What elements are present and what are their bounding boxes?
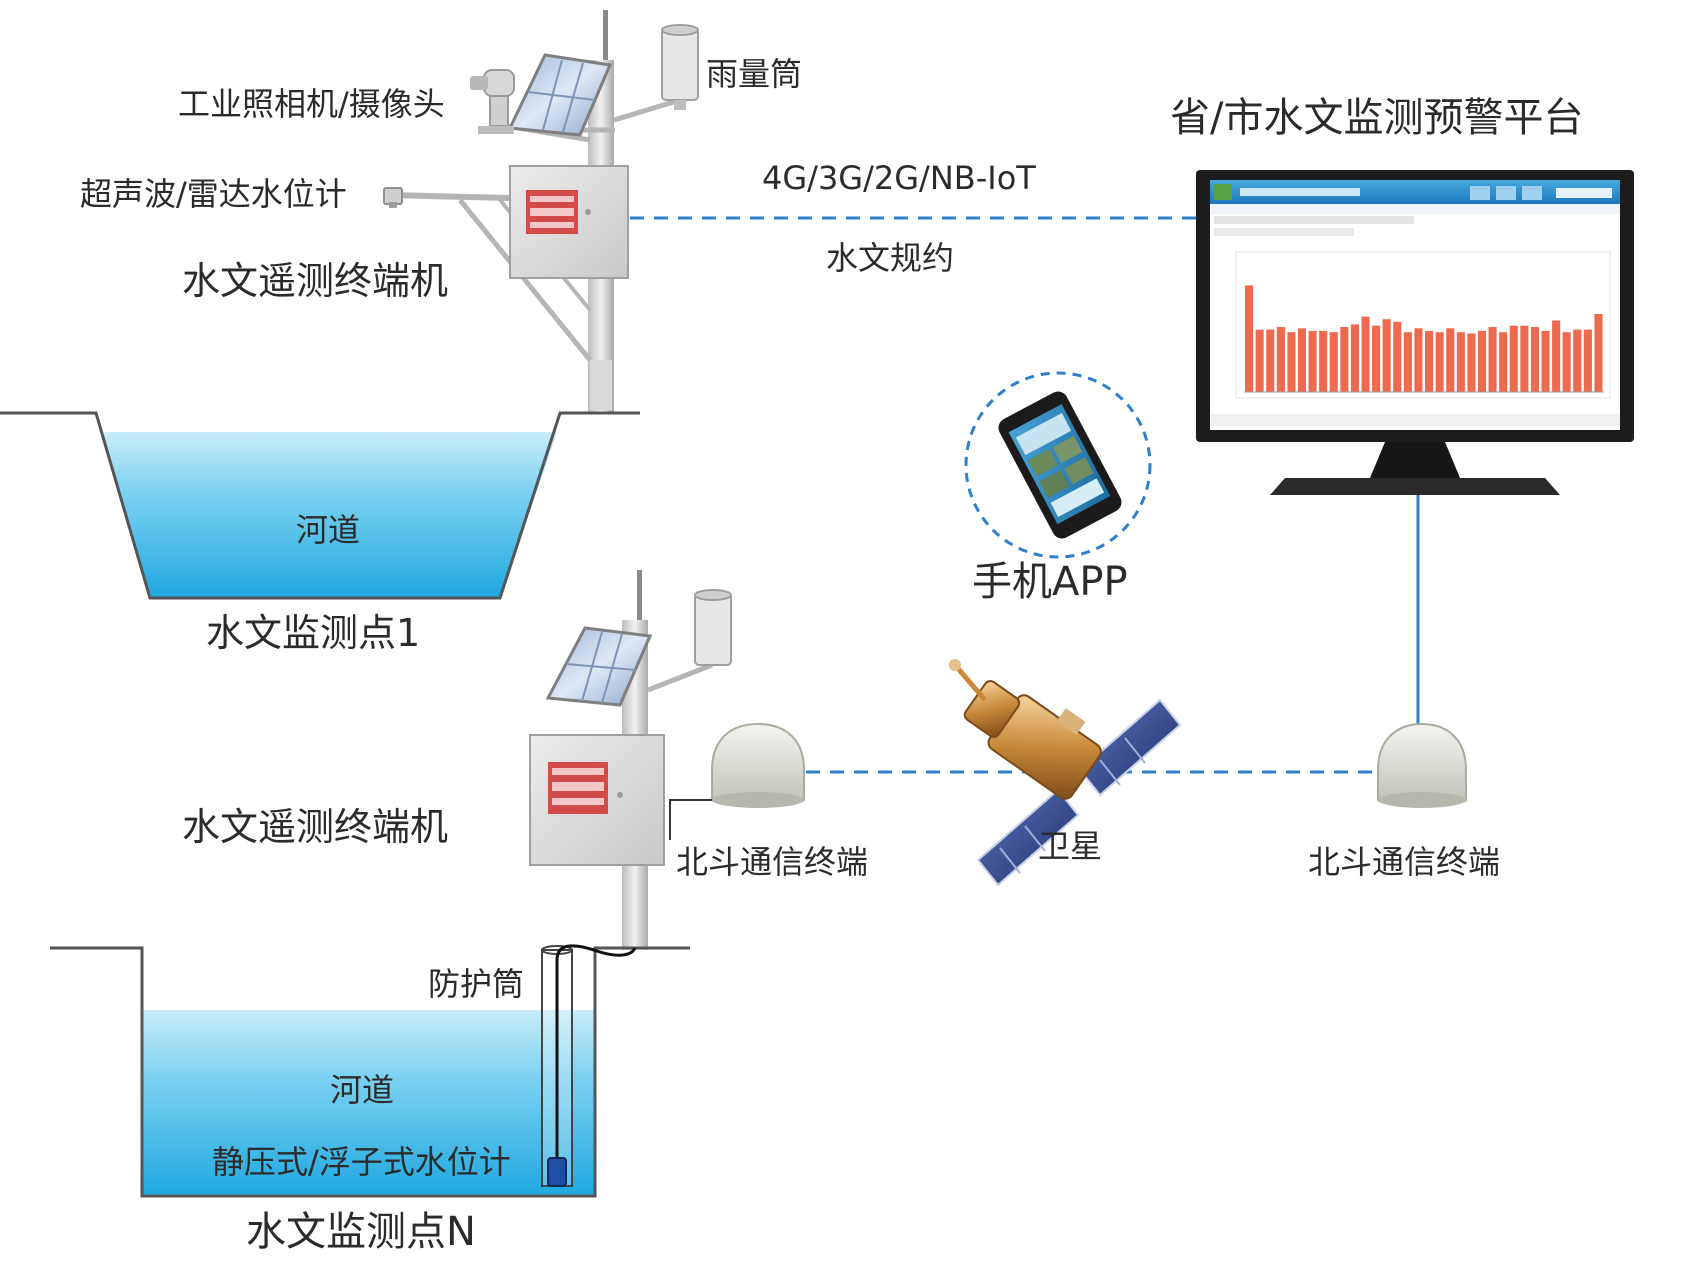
station1-solar-panel xyxy=(507,53,613,137)
station1-level-sensor xyxy=(383,187,403,208)
platform-beidou-label: 北斗通信终端 xyxy=(1308,843,1501,881)
camera-label: 工业照相机/摄像头 xyxy=(178,85,445,123)
chart-bar xyxy=(1520,325,1529,392)
chart-bar xyxy=(1509,325,1518,392)
platform-chart xyxy=(1244,285,1604,393)
stationN-terminal-label: 水文遥测终端机 xyxy=(182,805,449,849)
chart-bar xyxy=(1297,328,1306,392)
stationN-rain-gauge xyxy=(694,589,732,666)
chart-bar xyxy=(1552,320,1561,392)
station1-channel xyxy=(0,411,640,600)
chart-bar xyxy=(1382,319,1391,392)
station1-camera xyxy=(470,69,515,134)
chart-bar xyxy=(1562,332,1571,392)
stationN-protective-tube xyxy=(541,944,637,1187)
platform-beidou-antenna xyxy=(1377,722,1467,808)
chart-bar xyxy=(1499,332,1508,392)
chart-bar xyxy=(1266,329,1275,392)
chart-bar xyxy=(1488,327,1497,392)
chart-bar xyxy=(1414,328,1423,392)
sensor-label: 静压式/浮子式水位计 xyxy=(212,1143,511,1181)
mobile-app-label: 手机APP xyxy=(972,559,1128,605)
station1-terminal-box xyxy=(509,165,629,279)
network-links xyxy=(630,216,1420,774)
chart-bar xyxy=(1308,330,1317,392)
mobile-app-badge xyxy=(964,371,1152,559)
water-level-meter-label: 超声波/雷达水位计 xyxy=(80,175,347,213)
chart-bar xyxy=(1583,329,1592,392)
stationN-beidou-antenna xyxy=(669,722,805,840)
chart-bar xyxy=(1541,330,1550,392)
chart-bar xyxy=(1245,285,1254,392)
chart-bar xyxy=(1530,327,1539,392)
protective-tube-label: 防护筒 xyxy=(428,965,525,1003)
chart-bar xyxy=(1350,324,1359,392)
protocol-bottom-label: 水文规约 xyxy=(826,239,955,277)
chart-bar xyxy=(1340,327,1349,392)
station1-terminal-label: 水文遥测终端机 xyxy=(182,259,449,303)
stationN-terminal-box xyxy=(529,734,665,866)
chart-bar xyxy=(1276,327,1285,392)
chart-bar xyxy=(1573,329,1582,392)
chart-bar xyxy=(1319,330,1328,392)
chart-bar xyxy=(1435,332,1444,392)
chart-bar xyxy=(1594,314,1603,392)
chart-bar xyxy=(1477,330,1486,392)
platform-title: 省/市水文监测预警平台 xyxy=(1170,95,1584,141)
platform-monitor xyxy=(1196,170,1634,495)
chart-bar xyxy=(1255,329,1264,392)
stationN-solar-panel xyxy=(545,626,653,707)
chart-bar xyxy=(1329,332,1338,392)
chart-bar xyxy=(1446,328,1455,392)
stationN-site-label: 水文监测点N xyxy=(246,1209,476,1255)
chart-bar xyxy=(1403,332,1412,392)
chart-bar xyxy=(1287,332,1296,392)
satellite-label: 卫星 xyxy=(1038,827,1103,865)
station1-site-label: 水文监测点1 xyxy=(206,611,421,655)
stationN-beidou-label: 北斗通信终端 xyxy=(676,843,869,881)
chart-bar xyxy=(1393,321,1402,392)
chart-bar xyxy=(1361,316,1370,392)
stationN-river-label: 河道 xyxy=(330,1071,395,1109)
station1-rain-gauge xyxy=(661,24,699,110)
chart-bar xyxy=(1467,333,1476,392)
stationN-channel xyxy=(50,946,690,1198)
chart-bar xyxy=(1425,330,1434,392)
chart-bar xyxy=(1372,325,1381,392)
protocol-top-label: 4G/3G/2G/NB-IoT xyxy=(762,159,1036,197)
chart-bar xyxy=(1456,332,1465,392)
station1-river-label: 河道 xyxy=(296,511,361,549)
satellite-graphic xyxy=(949,659,1182,887)
rain-gauge-label: 雨量筒 xyxy=(706,55,803,93)
